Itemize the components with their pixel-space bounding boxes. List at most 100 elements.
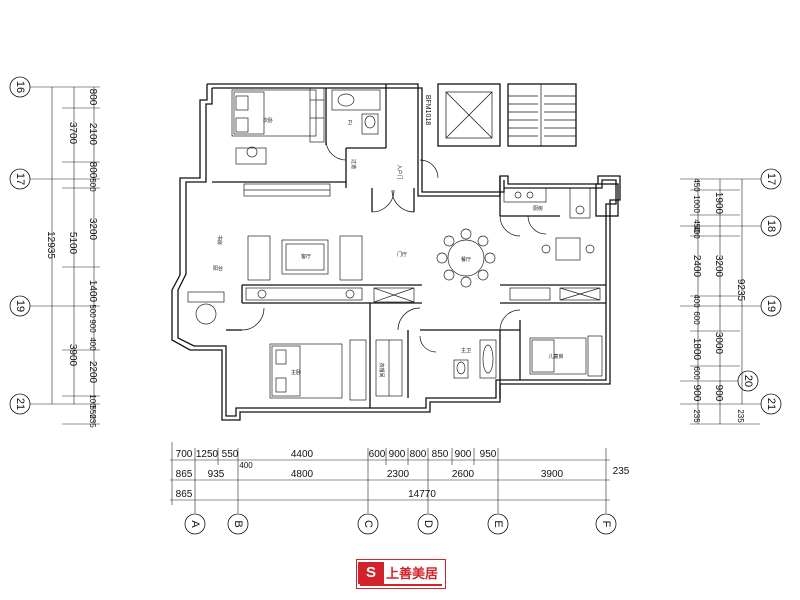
bottom-dim-row1: 900: [389, 449, 406, 460]
bottom-dim-row3: 14770: [408, 489, 436, 500]
doors: [241, 139, 547, 353]
room-label-lift: BFM1018: [424, 95, 431, 125]
bottom-dim-row2: 4800: [291, 469, 314, 480]
left-dim-small: 235: [88, 414, 97, 428]
left-axis-19: 19: [9, 295, 31, 317]
bottom-dim-row2: 935: [208, 469, 225, 480]
left-dim-total: 12935: [45, 231, 56, 259]
room-label-bath-top: 卫: [347, 120, 352, 126]
room-label-living: 客厅: [301, 253, 311, 260]
left-dim-inner: 800: [87, 89, 98, 106]
right-axis-20: 20: [737, 370, 759, 392]
logo-underline: [360, 584, 442, 586]
right-dim-small: 235: [736, 409, 745, 423]
right-dim-total: 9235: [735, 279, 746, 302]
room-label-child: 儿童房: [548, 353, 563, 360]
right-dim-small: 235: [692, 409, 701, 423]
svg-text:20: 20: [742, 375, 754, 387]
svg-text:19: 19: [765, 300, 777, 312]
svg-text:18: 18: [765, 220, 777, 232]
room-label-door: 入户门: [396, 164, 403, 179]
left-axis-21: 21: [9, 393, 31, 415]
right-axis-21: 21: [760, 393, 782, 415]
right-dim-small: 600: [692, 366, 701, 380]
bottom-dim-row1: 800: [410, 449, 427, 460]
left-axis-17: 17: [9, 168, 31, 190]
room-label-corridor: 过道: [350, 159, 357, 169]
right-dim-small: 400: [692, 225, 701, 239]
bottom-dim-row2: 3900: [541, 469, 564, 480]
bottom-dim-row1: 900: [455, 449, 472, 460]
bottom-dim-row1: 550: [222, 449, 239, 460]
room-label-closet: 衣帽间: [378, 362, 385, 377]
bottom-dim-row1: 1250: [196, 449, 219, 460]
stair-treads: [508, 84, 576, 146]
svg-text:F: F: [600, 521, 612, 528]
left-dim-small: 500: [88, 304, 97, 318]
left-dim-inner: 1400: [87, 280, 98, 303]
room-label-entry: 门厅: [397, 251, 407, 258]
bottom-dim-row1: 850: [432, 449, 449, 460]
right-axis-17: 17: [760, 168, 782, 190]
left-dim-inner: 2200: [87, 361, 98, 384]
left-dimension-group: 16 17 19 21 12935 3700 5: [9, 76, 100, 428]
right-dim-middle: 3000: [713, 332, 724, 355]
bottom-dim-row2: 2300: [387, 469, 410, 480]
left-dim-inner: 2100: [87, 123, 98, 146]
walls: [171, 83, 621, 421]
bottom-dim-row3: 865: [176, 489, 193, 500]
svg-text:19: 19: [14, 300, 26, 312]
bottom-axis-B: B: [227, 513, 249, 535]
svg-text:21: 21: [765, 398, 777, 410]
room-labels: 次卧 卫 过道 客厅 餐厅 厨房 门厅 主卧 儿童房 衣帽间 书房 阳台 主卫 …: [213, 95, 564, 378]
svg-text:E: E: [492, 520, 504, 527]
left-dim-small: 100: [88, 394, 97, 408]
room-label-dining: 餐厅: [461, 256, 471, 263]
left-dim-small: 900: [88, 319, 97, 333]
right-dim-inner: 900: [691, 385, 702, 402]
bottom-dim-row1-extra: 400: [239, 461, 253, 470]
right-dim-middle: 3200: [713, 255, 724, 278]
bottom-dim-row1: 4400: [291, 449, 314, 460]
left-dim-middle: 3900: [67, 344, 78, 367]
logo-frame: [356, 559, 446, 589]
svg-text:17: 17: [765, 173, 777, 185]
left-dim-middle: 5100: [67, 232, 78, 255]
room-label-master: 主卧: [291, 369, 301, 376]
bottom-axis-D: D: [417, 513, 439, 535]
left-dim-small: 550: [88, 405, 97, 419]
bottom-dim-row1: 950: [480, 449, 497, 460]
right-dim-inner: 2400: [691, 255, 702, 278]
furniture: [187, 87, 603, 401]
left-dim-middle: 3700: [67, 122, 78, 145]
bottom-axis-F: F: [595, 513, 617, 535]
bottom-dim-row2: 865: [176, 469, 193, 480]
bottom-dim-row2: 2600: [452, 469, 475, 480]
room-label-study: 书房: [216, 235, 223, 245]
right-dim-inner: 1000: [692, 195, 701, 213]
room-label-bedroom-top: 次卧: [263, 117, 273, 124]
bottom-dim-row1: 600: [369, 449, 386, 460]
left-dim-inner: 800: [87, 162, 98, 179]
right-dim-small: 450: [692, 178, 701, 192]
right-dimension-group: 17 18 19 20 21 9235: [680, 168, 782, 425]
right-dim-middle: 900: [713, 385, 724, 402]
left-dim-inner: 3200: [87, 218, 98, 241]
bottom-axis-E: E: [487, 513, 509, 535]
svg-text:21: 21: [14, 398, 26, 410]
svg-text:C: C: [362, 520, 374, 528]
svg-text:16: 16: [14, 81, 26, 93]
brand-logo: S 上善美居: [356, 559, 448, 591]
bottom-dimension-group: 700 1250 550 4400 600 900 800 850 900 95…: [170, 442, 630, 535]
svg-text:17: 17: [14, 173, 26, 185]
right-dim-inner: 1800: [691, 338, 702, 361]
bottom-axis-A: A: [184, 513, 206, 535]
room-label-main-bath: 主卫: [461, 347, 471, 354]
bottom-dim-row2-extra: 235: [613, 466, 630, 477]
svg-text:A: A: [189, 520, 201, 528]
right-axis-19: 19: [760, 295, 782, 317]
right-dim-small: 400: [692, 294, 701, 308]
right-dim-small: 450: [692, 219, 701, 233]
bottom-dim-row1: 700: [176, 449, 193, 460]
